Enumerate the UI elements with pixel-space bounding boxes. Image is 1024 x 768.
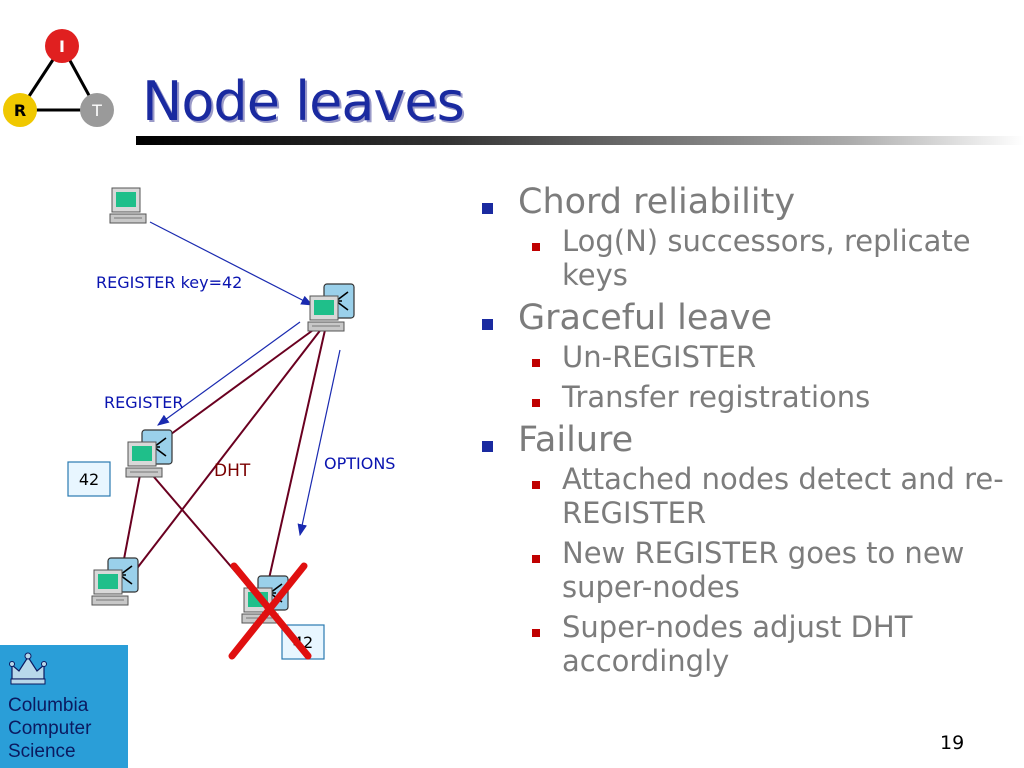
logo-node-i: I	[45, 29, 79, 63]
label-register-key: REGISTER key=42	[96, 273, 242, 292]
client-computer-icon	[109, 187, 147, 224]
sub-bullet-list: Attached nodes detect and re-REGISTER Ne…	[518, 462, 1013, 678]
super-node-icon	[126, 430, 172, 477]
slide-title: Node leaves	[142, 70, 465, 133]
bullet-item: Chord reliability Log(N) successors, rep…	[478, 182, 1013, 292]
logo-label-r: R	[14, 101, 26, 120]
sub-bullet-item: Super-nodes adjust DHT accordingly	[518, 610, 1013, 678]
label-register: REGISTER	[104, 393, 184, 412]
footer-line: Computer	[8, 718, 92, 739]
key-box-value: 42	[79, 470, 99, 489]
footer-line: Science	[8, 741, 76, 762]
bullet-item: Failure Attached nodes detect and re-REG…	[478, 420, 1013, 678]
bullet-text: Failure	[518, 420, 634, 460]
sub-bullet-item: Transfer registrations	[518, 380, 1013, 414]
crown-icon	[9, 652, 47, 685]
super-node-icon	[92, 558, 138, 605]
irt-logo: I R T	[3, 29, 114, 127]
label-dht: DHT	[214, 461, 251, 481]
logo-node-t: T	[80, 93, 114, 127]
super-node-icon	[308, 284, 354, 331]
sub-bullet-list: Log(N) successors, replicate keys	[518, 224, 1013, 292]
key-box: 42	[67, 461, 111, 497]
logo-label-t: T	[91, 101, 102, 120]
title-underline-bar	[136, 136, 1024, 145]
bullet-item: Graceful leave Un-REGISTER Transfer regi…	[478, 298, 1013, 414]
bullet-text: Graceful leave	[518, 298, 773, 338]
message-arrows	[149, 221, 341, 537]
logo-node-r: R	[3, 93, 37, 127]
bullet-text: Chord reliability	[518, 182, 796, 222]
label-options: OPTIONS	[324, 454, 395, 473]
columbia-cs-logo: Columbia Computer Science	[0, 645, 128, 768]
logo-label-i: I	[59, 37, 65, 56]
bullet-list: Chord reliability Log(N) successors, rep…	[478, 182, 1013, 684]
sub-bullet-item: Log(N) successors, replicate keys	[518, 224, 1013, 292]
network-diagram: 42 42 REGISTER key=42 REGISTER DHT OPTIO…	[67, 187, 395, 660]
sub-bullet-item: Attached nodes detect and re-REGISTER	[518, 462, 1013, 530]
sub-bullet-item: Un-REGISTER	[518, 340, 1013, 374]
sub-bullet-list: Un-REGISTER Transfer registrations	[518, 340, 1013, 414]
page-number: 19	[940, 732, 965, 754]
sub-bullet-item: New REGISTER goes to new super-nodes	[518, 536, 1013, 604]
footer-line: Columbia	[8, 695, 89, 716]
x-mark-icon	[228, 562, 312, 660]
